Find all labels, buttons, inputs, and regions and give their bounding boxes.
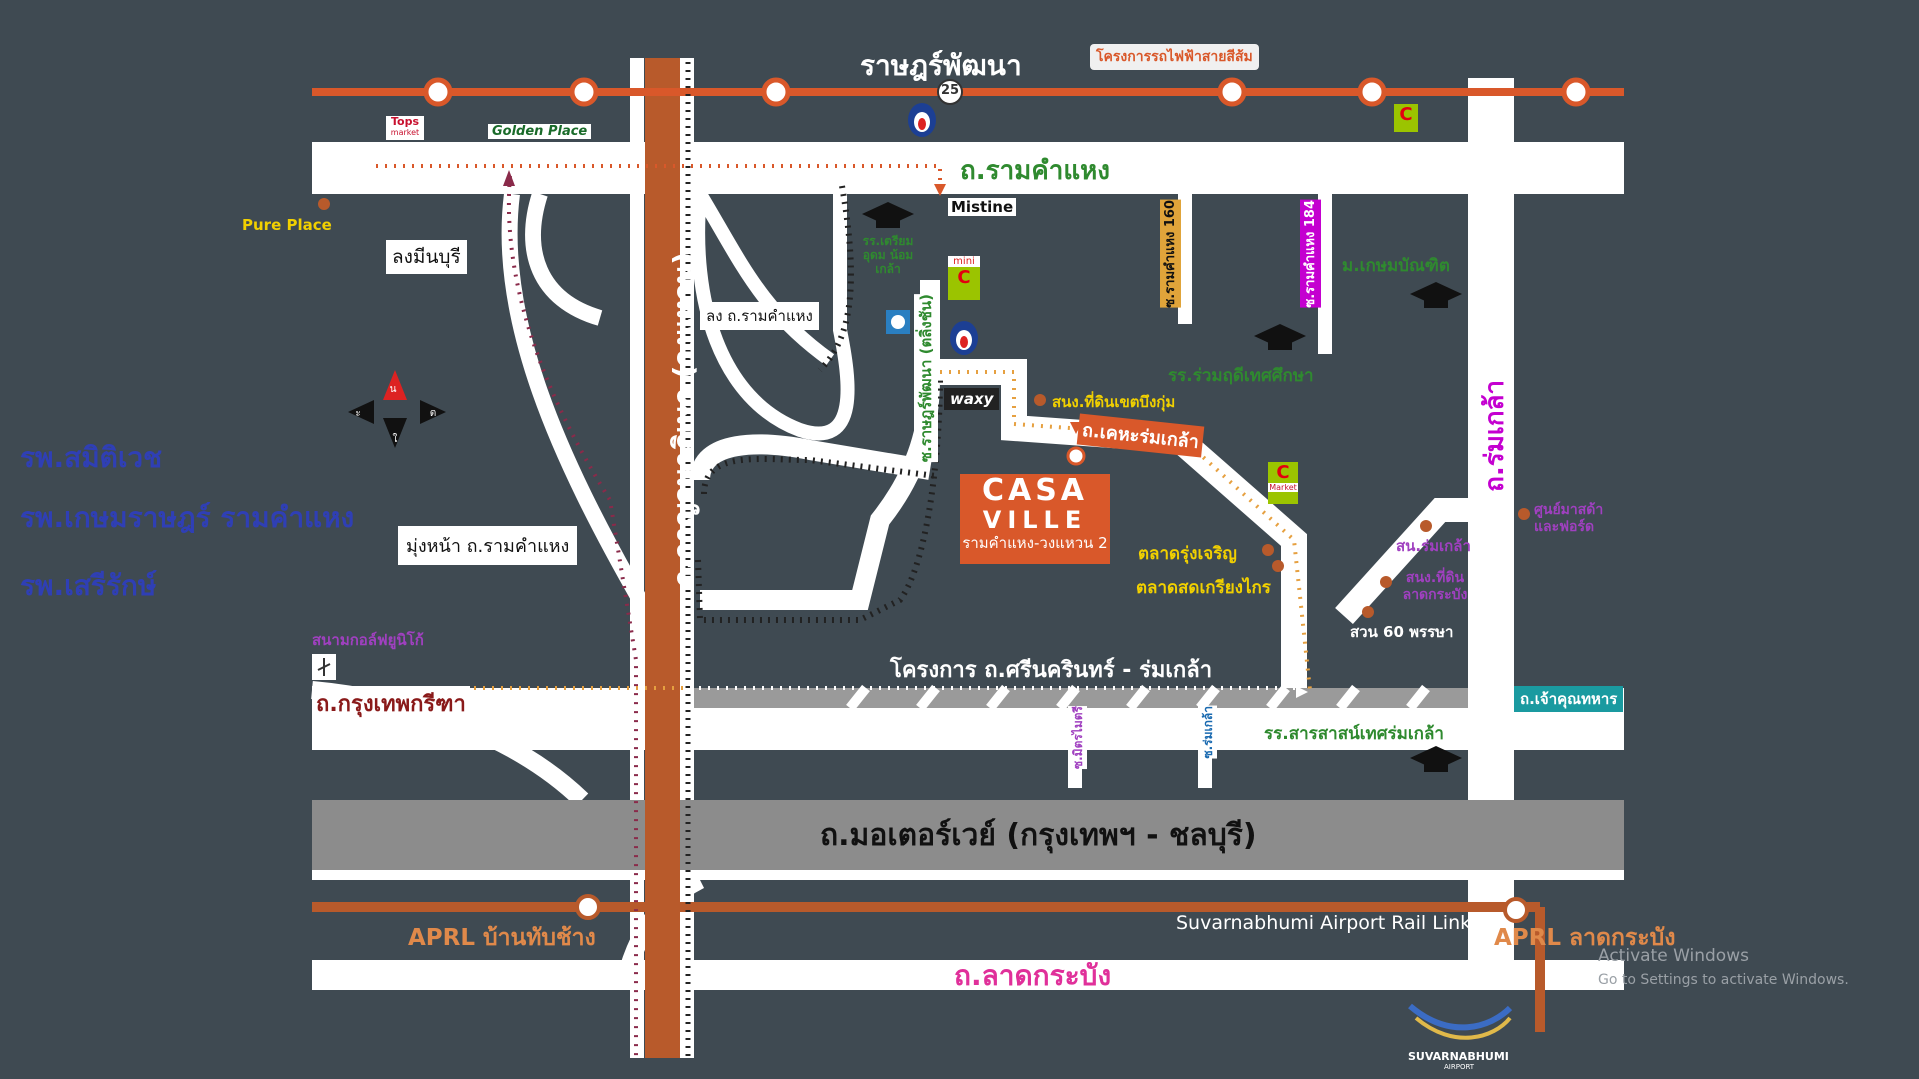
soi-160: [1178, 194, 1192, 324]
label-aprl-ban: APRL บ้านทับช้าง: [408, 925, 596, 951]
mini-big-c-logo: mini C: [948, 256, 980, 300]
label-rat-phatthana: ซ.ราษฎร์พัฒนา (ตลิ่งชัน): [914, 294, 938, 463]
ramp-2: [694, 190, 835, 366]
label-casa: CASA: [981, 473, 1089, 508]
label-soi-a: ซ.มิตรไมตรี: [1068, 706, 1087, 770]
label-ford: ศูนย์มาสด้า และฟอร์ด: [1534, 502, 1604, 535]
label-lang-minburi: ลงมีนบุรี: [386, 240, 467, 274]
big-c-logo-1: C: [1394, 104, 1418, 132]
fuel-icons: [908, 103, 978, 355]
label-sunday-school: รร.เตรียม อุดม น้อมเกล้า: [862, 234, 914, 276]
label-mung-na: มุ่งหน้า ถ.รามคำแหง: [398, 526, 578, 565]
label-snong-nin: สนง.ที่ดินเขตบึงกุ่ม: [1052, 393, 1176, 411]
casaville-logo: CASA VILLE รามคำแหง-วงแหวน 2: [960, 474, 1110, 564]
bcp-fuel-icon: [886, 310, 910, 334]
casaville-pin: [1066, 446, 1086, 466]
label-hospital-2: รพ.เกษมราษฎร์ รามคำแหง: [20, 501, 355, 534]
place-dots: [318, 198, 1530, 618]
label-casa-tag: รามคำแหง-วงแหวน 2: [962, 534, 1108, 552]
route-arrow-up: [503, 170, 515, 186]
big-c-market-logo: C Market: [1268, 462, 1298, 504]
windows-watermark-sub: Go to Settings to activate Windows.: [1598, 972, 1849, 988]
graduation-cap-icon: [1410, 746, 1462, 772]
label-pure-place: Pure Place: [242, 216, 332, 234]
label-motorway: ถ.มอเตอร์เวย์ (กรุงเทพฯ - ชลบุรี): [820, 818, 1257, 853]
label-soi-160: ซ.รามคำแหง 160: [1160, 200, 1181, 308]
label-route-25: 25: [941, 83, 960, 98]
orange-line: [312, 77, 1624, 107]
route-arrow-down: [934, 184, 946, 196]
mistine-logo: Mistine: [948, 198, 1017, 216]
srinakarin-project-strip: [694, 684, 1468, 712]
golf-icon-glyph: [317, 658, 331, 676]
soi-184: [1318, 194, 1332, 354]
motorway-band: [312, 800, 1624, 870]
label-suan-60: สวน 60 พรรษา: [1350, 623, 1454, 641]
label-sn-romklao: สน.ร่มเกล้า: [1396, 537, 1471, 555]
school-icons: [862, 202, 1462, 772]
ramp-1: [525, 191, 603, 326]
big-c-glyph: C: [1276, 462, 1290, 483]
label-suvarnabhumi-sub: AIRPORT: [1444, 1063, 1475, 1071]
label-talad-sod: ตลาดสดเกรียงไกร: [1136, 578, 1271, 598]
compass-north: น: [390, 384, 397, 395]
ring-road-main: [645, 58, 680, 1058]
label-krungthep-kreetha: ถ.กรุงเทพกรีฑา: [312, 686, 470, 721]
graduation-cap-icon: [1410, 282, 1462, 308]
route-arrow-east: [1296, 686, 1308, 698]
label-lang-ramkhamhaeng: ลง ถ.รามคำแหง: [700, 302, 819, 330]
graduation-cap-icon: [862, 202, 914, 228]
label-kasem-bundit: ม.เกษมบัณฑิต: [1342, 252, 1450, 279]
road-lat-krabang: [312, 960, 1624, 990]
label-mini: mini: [948, 256, 980, 267]
compass-rose: [348, 370, 446, 448]
label-kasem-rat: ถ.กาญจนาภิเษก (วงแหวน): [667, 252, 700, 587]
ramp-6: [690, 434, 932, 482]
label-ville: VILLE: [982, 506, 1088, 534]
label-rongrian-udom: รร.ร่วมฤดีเทศศึกษา: [1168, 366, 1314, 386]
label-srinakarin-project: โครงการ ถ.ศรีนครินทร์ - ร่มเกล้า: [890, 658, 1213, 683]
tops-logo: Tops market: [386, 116, 424, 140]
label-golden-place: Golden Place: [488, 124, 592, 139]
windows-watermark-title: Activate Windows: [1598, 946, 1749, 966]
label-orange-line: โครงการรถไฟฟ้าสายสีส้ม: [1090, 44, 1259, 70]
big-c-glyph: C: [957, 267, 971, 288]
label-talad-rung: ตลาดรุ่งเจริญ: [1138, 544, 1237, 564]
label-suvarnabhumi: SUVARNABHUMI: [1408, 1050, 1509, 1063]
airport-rail-link: [312, 894, 1545, 1032]
label-hospital-3: รพ.เสรีรักษ์: [20, 569, 157, 602]
label-airport-rail: Suvarnabhumi Airport Rail Link: [1176, 912, 1472, 934]
label-tops-market: market: [390, 128, 420, 137]
label-school-sarasas: รร.สารสาสน์เทศร่มเกล้า: [1264, 724, 1444, 744]
label-tops: Tops: [390, 115, 420, 128]
label-sn-nin-lat: สนง.ที่ดิน ลาดกระบัง: [1402, 570, 1468, 603]
label-chao-khun-thahan: ถ.เจ้าคุณทหาร: [1514, 686, 1624, 712]
label-hospital-1: รพ.สมิติเวช: [20, 441, 163, 474]
label-soi-b: ซ.ร่มเกล้า: [1198, 706, 1217, 759]
fuel-station-icon: [908, 103, 936, 137]
compass-west: ะ: [355, 408, 360, 419]
label-aprl-lat: APRL ลาดกระบัง: [1494, 925, 1676, 951]
suvarnabhumi-logo: [1408, 1003, 1513, 1040]
ramp-4: [691, 185, 855, 441]
label-romklao: ถ.ร่มเกล้า: [1480, 380, 1510, 492]
compass-south: ใ: [393, 433, 398, 445]
label-lat-krabang: ถ.ลาดกระบัง: [954, 959, 1112, 992]
road-connector: [1335, 498, 1468, 625]
compass-east: ต: [430, 408, 437, 419]
waxy-logo: waxy: [944, 388, 1000, 410]
label-golf: สนามกอล์ฟยูนิโก้: [312, 631, 424, 649]
graduation-cap-icon: [1254, 324, 1306, 350]
label-soi-184: ซ.รามคำแหง 184: [1300, 200, 1321, 308]
label-ramkhamhaeng: ถ.รามคำแหง: [960, 156, 1110, 186]
fuel-station-icon: [950, 321, 978, 355]
label-market: Market: [1268, 483, 1298, 492]
label-rajpattana: ราษฎร์พัฒนา: [860, 49, 1022, 82]
